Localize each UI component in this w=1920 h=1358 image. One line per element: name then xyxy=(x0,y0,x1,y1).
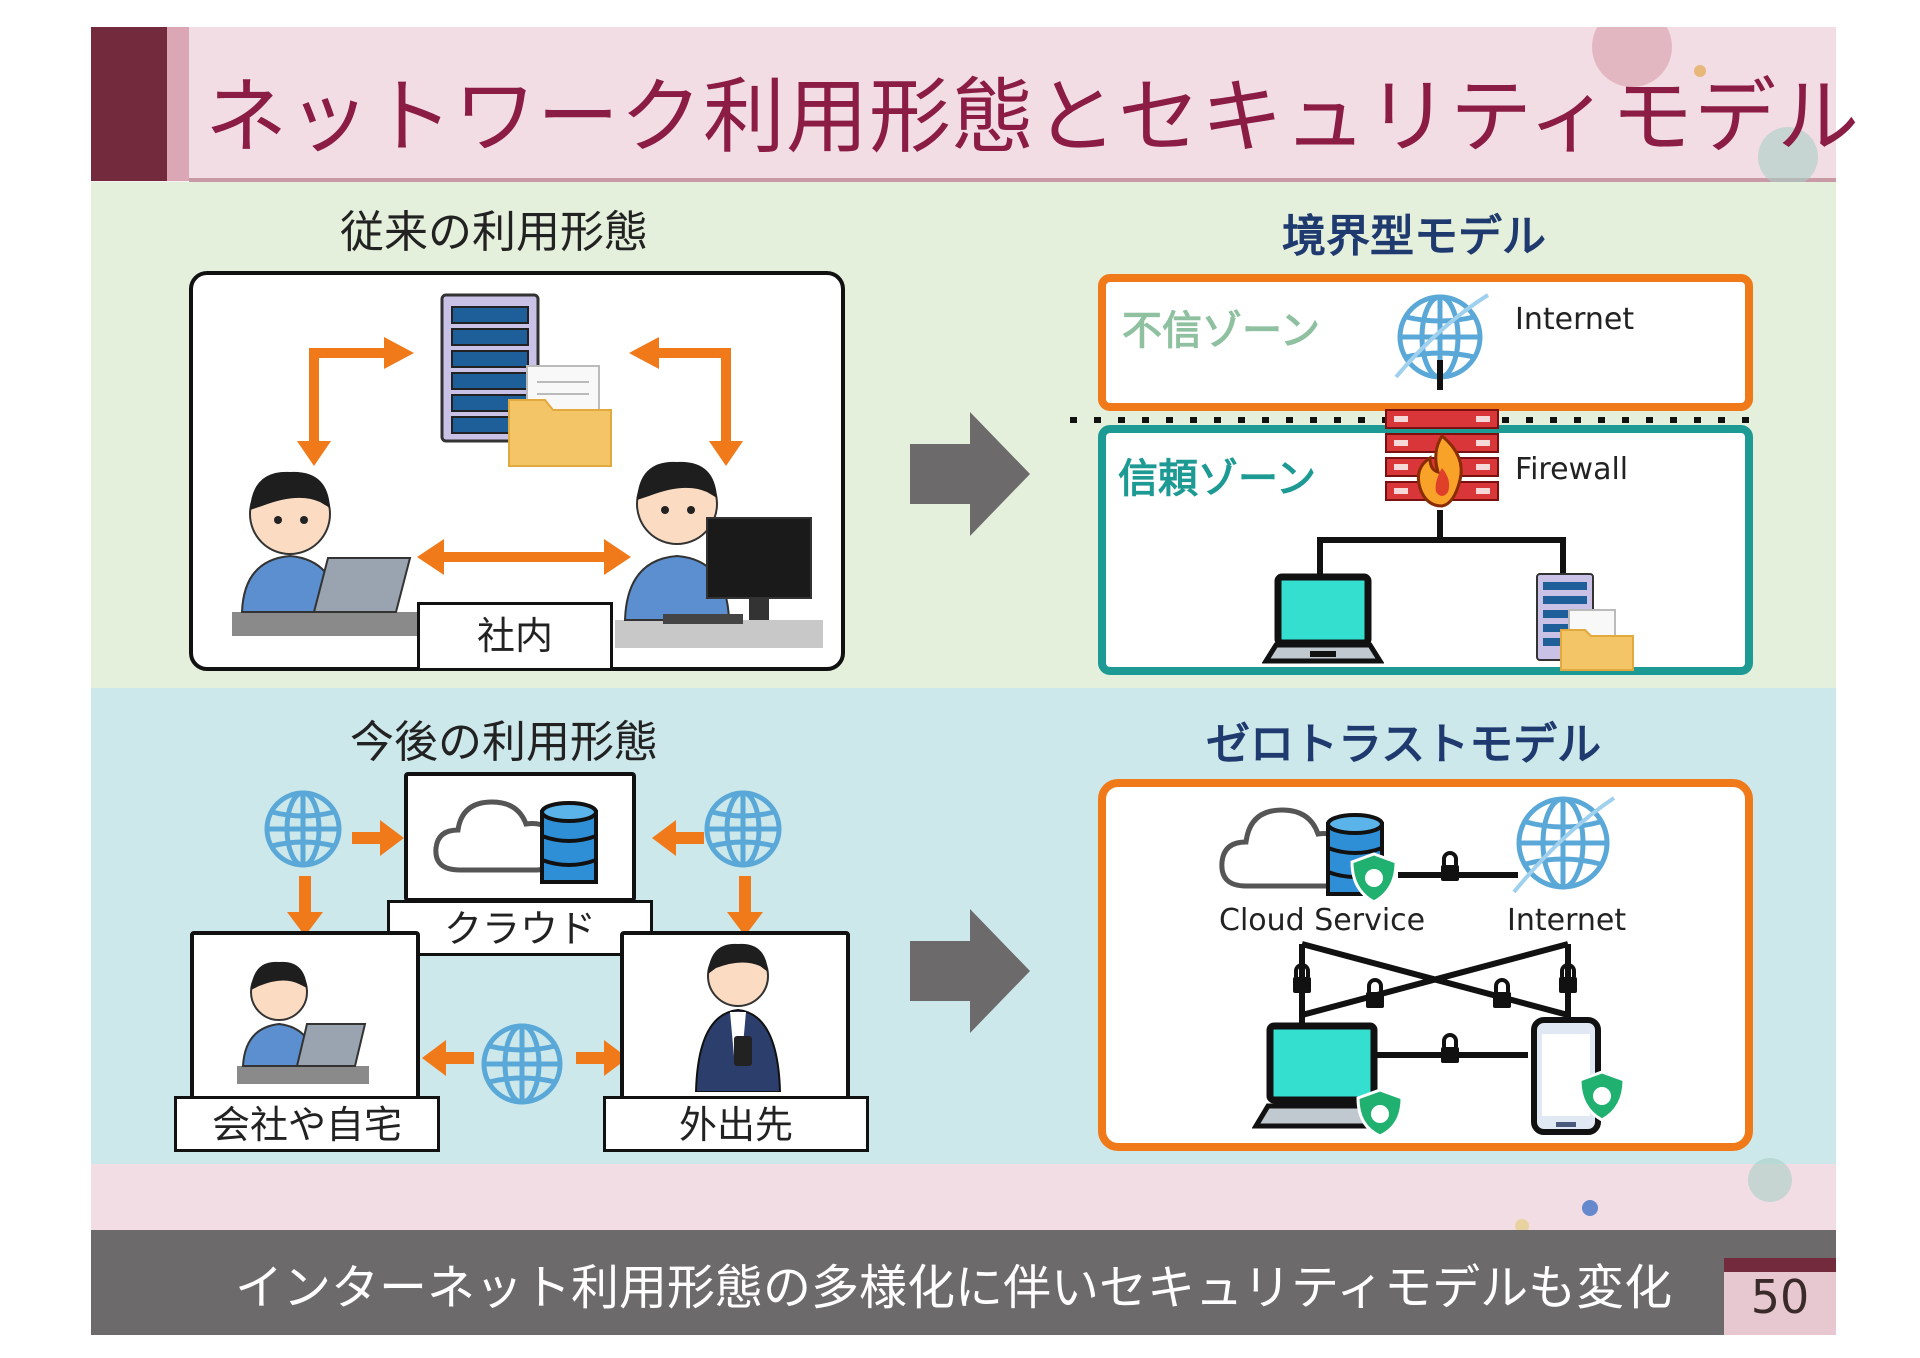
zero-trust-globe-icon xyxy=(1512,796,1616,894)
future-usage-heading: 今後の利用形態 xyxy=(350,717,658,768)
trusted-zone-label: 信頼ゾーン xyxy=(1118,456,1316,502)
worker-desktop-icon xyxy=(615,461,823,648)
zero-trust-box xyxy=(1098,779,1753,1151)
perimeter-model-heading: 境界型モデル xyxy=(1282,211,1546,262)
footer-caption: インターネット利用形態の多様化に伴いセキュリティモデルも変化 xyxy=(235,1260,1673,1316)
cloud-database-icon xyxy=(433,799,598,884)
globe-right-icon xyxy=(704,790,782,868)
transition-arrow-top xyxy=(910,412,1030,536)
worker-laptop-icon xyxy=(232,471,422,636)
decorative-dots xyxy=(1515,1158,1792,1233)
laptop-icon xyxy=(1262,573,1384,664)
title-bar xyxy=(91,27,1836,181)
firewall-icon xyxy=(1385,409,1499,508)
cloud-service-label: Cloud Service xyxy=(1219,903,1426,938)
globe-left-icon xyxy=(264,790,342,868)
title-accent-light xyxy=(167,27,189,181)
businessman-phone-icon xyxy=(694,943,782,1092)
firewall-label: Firewall xyxy=(1515,452,1629,487)
office-label: 社内 xyxy=(417,602,613,671)
title-underline xyxy=(189,178,1836,182)
internet-label-top: Internet xyxy=(1515,302,1635,337)
cloud-service-icon xyxy=(1219,807,1398,904)
trusted-network-lines xyxy=(1317,360,1566,580)
title-accent-dark xyxy=(91,27,167,181)
pink-band xyxy=(91,1164,1836,1230)
decorative-circles xyxy=(1592,27,1818,187)
server-small-icon xyxy=(1536,573,1634,671)
zero-trust-connections xyxy=(1293,851,1577,1063)
worker-home-icon xyxy=(237,961,369,1084)
transition-arrow-bottom xyxy=(910,909,1030,1033)
folder-icon xyxy=(508,365,612,467)
page-number-box xyxy=(1724,1258,1836,1335)
page-title: ネットワーク利用形態とセキュリティモデル xyxy=(205,70,1861,165)
internet-label-bottom: Internet xyxy=(1507,903,1627,938)
zero-trust-heading: ゼロトラストモデル xyxy=(1206,719,1602,770)
zero-trust-laptop-icon xyxy=(1252,1022,1402,1138)
cloud-label: クラウド xyxy=(387,900,653,956)
outside-label: 外出先 xyxy=(603,1096,869,1152)
company-home-label: 会社や自宅 xyxy=(174,1096,440,1152)
untrusted-zone-label: 不信ゾーン xyxy=(1122,308,1320,354)
globe-center-icon xyxy=(481,1023,563,1105)
page-number: 50 xyxy=(1750,1270,1810,1324)
connection-arrows xyxy=(297,337,743,575)
zero-trust-phone-icon xyxy=(1531,1017,1626,1135)
traditional-usage-heading: 従来の利用形態 xyxy=(340,207,648,258)
future-connection-arrows xyxy=(287,820,763,1076)
footer-bar xyxy=(91,1230,1836,1335)
